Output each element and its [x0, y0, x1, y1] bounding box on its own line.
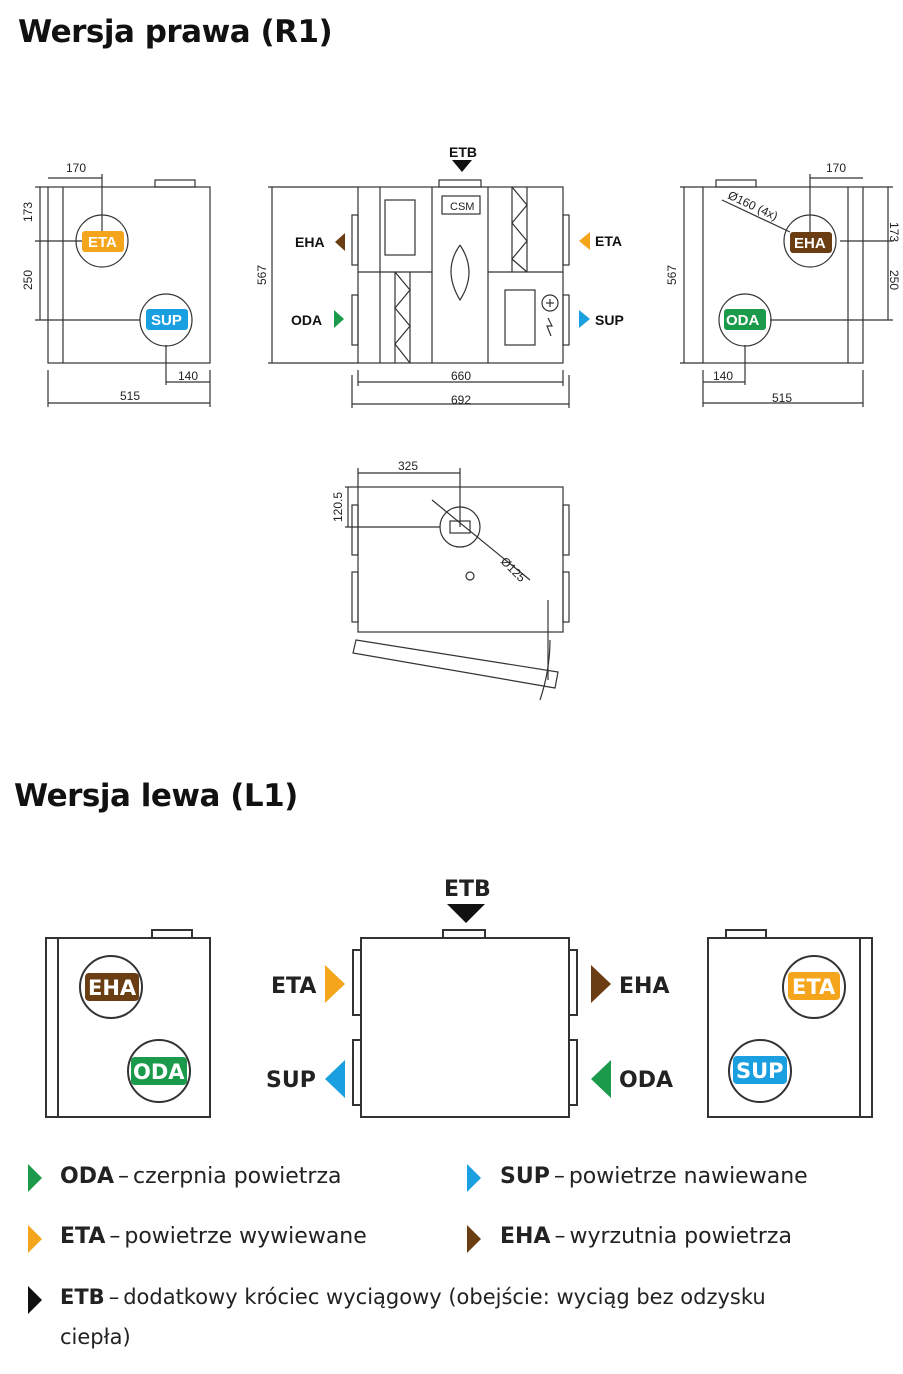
svg-text:EHA: EHA: [88, 976, 137, 1000]
svg-text:ODA: ODA: [133, 1060, 185, 1084]
l1-oda-tag: [131, 1057, 187, 1085]
l1-eha-label: EHA: [619, 974, 669, 999]
l1-eta-tag: [788, 972, 840, 1000]
title-left-version: Wersja lewa (L1): [14, 778, 298, 814]
dim-567-front: 567: [255, 265, 269, 285]
legend-sup: SUP–powietrze nawiewane: [500, 1164, 808, 1189]
l1-sup-label: SUP: [266, 1068, 316, 1093]
r1-sup-label: SUP: [595, 312, 624, 328]
r1-etb-arrow: [452, 160, 472, 172]
r1-eta-label: ETA: [595, 233, 622, 249]
l1-right-eta-port: [782, 955, 846, 1019]
legend-eta: ETA–powietrze wywiewane: [60, 1224, 367, 1249]
legend-oda-text: czerpnia powietrza: [133, 1164, 342, 1189]
dim-325: 325: [398, 459, 418, 473]
l1-sup-arrow: [325, 1060, 345, 1098]
r1-oda-tag-right: [724, 309, 766, 330]
r1-left-sup-port: [139, 293, 193, 347]
r1-oda-label: ODA: [291, 312, 322, 328]
legend-oda: ODA–czerpnia powietrza: [60, 1164, 342, 1189]
legend-sup-code: SUP: [500, 1164, 550, 1189]
l1-right-view-body: [707, 937, 873, 1118]
r1-left-view-body: [47, 186, 211, 364]
l1-oda-arrow: [591, 1060, 611, 1098]
r1-eha-tag-right: [790, 232, 832, 253]
r1-eta-tag-left: [82, 231, 124, 252]
r1-oda-arrow: [334, 310, 344, 328]
dim-170-left: 170: [66, 161, 86, 175]
r1-eha-arrow: [335, 233, 345, 251]
legend-eha-code: EHA: [500, 1224, 551, 1249]
l1-etb-label: ETB: [444, 877, 491, 902]
legend-eta-text: powietrze wywiewane: [124, 1224, 367, 1249]
dim-250-left: 250: [21, 270, 35, 290]
legend-etb-text-continued: ciepła): [60, 1325, 131, 1349]
dim-515-right: 515: [772, 391, 792, 405]
dim-173-right: 173: [887, 222, 901, 242]
l1-simplified-drawing: EHA ODA ETA SUP ETB ETA SUP EHA ODA: [45, 877, 873, 1118]
legend-etb: ETB–dodatkowy króciec wyciągowy (obejści…: [60, 1285, 766, 1309]
dim-567-right: 567: [665, 265, 679, 285]
dim-692: 692: [451, 393, 471, 407]
r1-eta-arrow: [579, 232, 590, 250]
legend-etb-code: ETB: [60, 1285, 105, 1309]
svg-text:SUP: SUP: [736, 1059, 784, 1083]
svg-text:ETA: ETA: [792, 975, 836, 999]
svg-text:ETA: ETA: [88, 234, 117, 251]
dim-250-right: 250: [887, 270, 901, 290]
r1-left-eta-port: [75, 214, 129, 268]
svg-text:SUP: SUP: [151, 312, 182, 329]
r1-top-etb-port: [439, 506, 481, 548]
dim-170-right: 170: [826, 161, 846, 175]
r1-right-eha-port: [783, 214, 837, 268]
r1-etb-label: ETB: [449, 144, 477, 160]
l1-eta-arrow: [325, 965, 345, 1003]
legend-eha-arrow: [467, 1225, 481, 1253]
l1-etb-arrow: [447, 904, 485, 923]
csm-label: CSM: [450, 201, 474, 213]
legend-sup-arrow: [467, 1164, 481, 1192]
dim-515-left: 515: [120, 389, 140, 403]
legend-oda-arrow: [28, 1164, 42, 1192]
legend-eta-code: ETA: [60, 1224, 106, 1249]
l1-sup-tag: [733, 1056, 787, 1084]
svg-text:EHA: EHA: [794, 235, 826, 252]
legend-sup-text: powietrze nawiewane: [568, 1164, 808, 1189]
l1-right-sup-port: [728, 1039, 792, 1103]
legend-etb-arrow: [28, 1286, 42, 1314]
svg-text:ODA: ODA: [726, 312, 760, 329]
r1-eha-label: EHA: [295, 234, 325, 250]
l1-eha-tag: [85, 973, 139, 1001]
legend-eha-text: wyrzutnia powietrza: [569, 1224, 792, 1249]
legend-oda-code: ODA: [60, 1164, 114, 1189]
l1-left-eha-port: [79, 955, 143, 1019]
l1-front-view-body: [360, 937, 570, 1118]
l1-left-oda-port: [127, 1039, 191, 1103]
r1-sup-arrow: [579, 310, 590, 328]
dim-140-right: 140: [713, 369, 733, 383]
l1-eha-arrow: [591, 965, 611, 1003]
r1-right-view-body: [702, 186, 864, 364]
l1-left-view-body: [45, 937, 211, 1118]
r1-technical-drawing: 170 173 250 515 140 567 660 692 170 173 …: [21, 144, 901, 701]
l1-oda-label: ODA: [619, 1068, 673, 1093]
dim-140-left: 140: [178, 369, 198, 383]
dim-120-5: 120.5: [331, 492, 345, 522]
l1-eta-label: ETA: [271, 974, 316, 999]
r1-sup-tag-left: [146, 309, 188, 330]
legend-eta-arrow: [28, 1225, 42, 1253]
r1-right-oda-port: [718, 293, 772, 347]
dim-660: 660: [451, 369, 471, 383]
title-right-version: Wersja prawa (R1): [18, 14, 333, 50]
dim-173-left: 173: [21, 202, 35, 222]
legend-etb-text: dodatkowy króciec wyciągowy (obejście: w…: [123, 1285, 766, 1309]
legend-eha: EHA–wyrzutnia powietrza: [500, 1224, 792, 1249]
